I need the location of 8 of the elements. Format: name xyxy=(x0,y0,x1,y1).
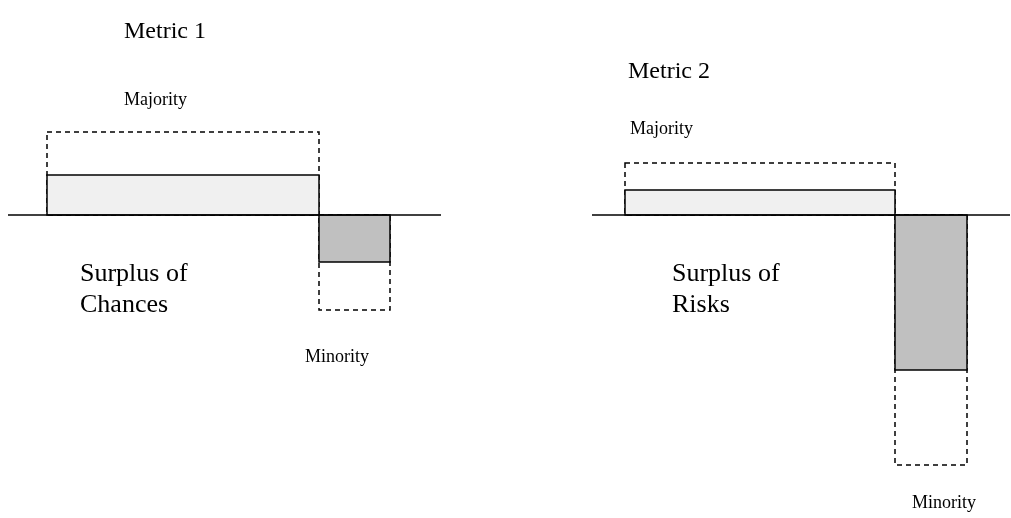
annotation-text: Surplus of Risks xyxy=(672,257,781,320)
bar-label: Minority xyxy=(305,346,369,368)
chart-title: Metric 1 xyxy=(124,16,206,45)
chart-title: Metric 2 xyxy=(628,56,710,85)
bar-label: Minority xyxy=(912,492,976,514)
bar-label: Majority xyxy=(630,118,693,140)
bar-label: Majority xyxy=(124,89,187,111)
annotation-text: Surplus of Chances xyxy=(80,257,189,320)
